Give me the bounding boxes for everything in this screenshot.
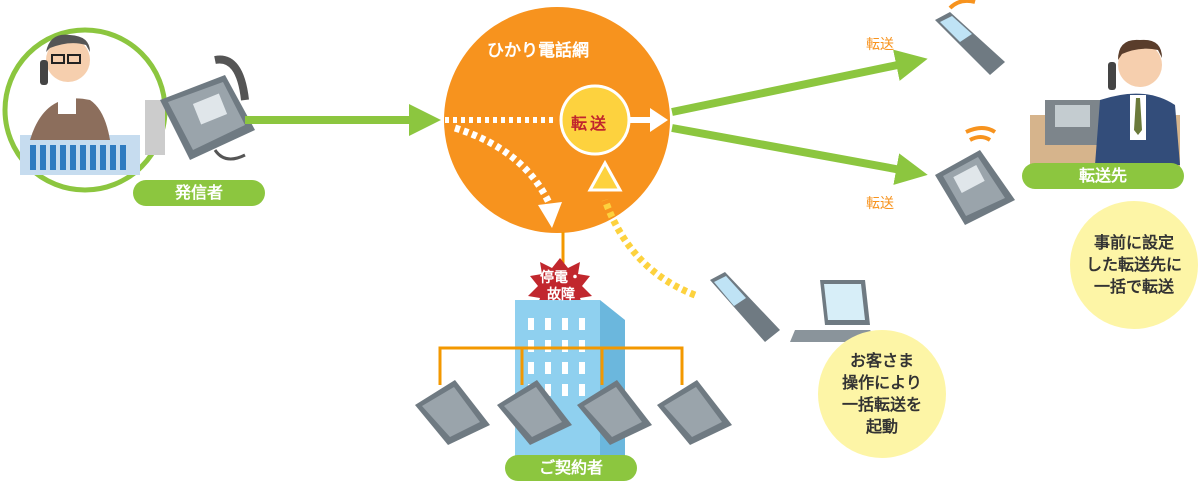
arrow-trigger [601, 198, 697, 299]
arrow-forward-lower [671, 124, 928, 185]
customer-op-note-line-4: 起動 [865, 417, 898, 436]
forward-label-lower: 転送 [866, 196, 894, 212]
subscriber-wiring [438, 346, 684, 385]
customer-op-note: お客さま 操作により 一括転送を 起動 [818, 330, 946, 458]
customer-op-note-line-3: 一括転送を [841, 395, 922, 414]
outage-label: 停電・ 故障 [534, 270, 588, 304]
forward-label-upper: 転送 [866, 37, 894, 53]
subscriber-phones [415, 380, 732, 445]
customer-devices [710, 272, 880, 342]
caller-phone [160, 55, 255, 161]
forward-hub [559, 84, 631, 156]
destination-note-line-3: 一括で転送 [1093, 277, 1174, 296]
forward-desk-phone [935, 126, 1015, 225]
forward-hub-label: 転送 [571, 114, 610, 133]
caller-illustration [2, 27, 168, 193]
outage-line-1: 停電・ [540, 270, 582, 286]
outage-line-2: 故障 [547, 287, 575, 303]
destination-note: 事前に設定 した転送先に 一括で転送 [1070, 201, 1198, 329]
subscriber-label: ご契約者 [505, 455, 637, 481]
forward-mobile-phone [935, 0, 1005, 75]
destination-note-line-1: 事前に設定 [1093, 233, 1174, 252]
caller-label: 発信者 [133, 180, 265, 206]
destination-illustration [1030, 39, 1180, 170]
customer-op-note-line-2: 操作により [842, 373, 922, 392]
network-title: ひかり電話網 [487, 41, 589, 61]
destination-note-line-2: した転送先に [1085, 255, 1182, 274]
customer-op-note-line-1: お客さま [849, 351, 914, 370]
arrow-forward-upper [671, 49, 928, 116]
destination-label: 転送先 [1022, 163, 1184, 189]
